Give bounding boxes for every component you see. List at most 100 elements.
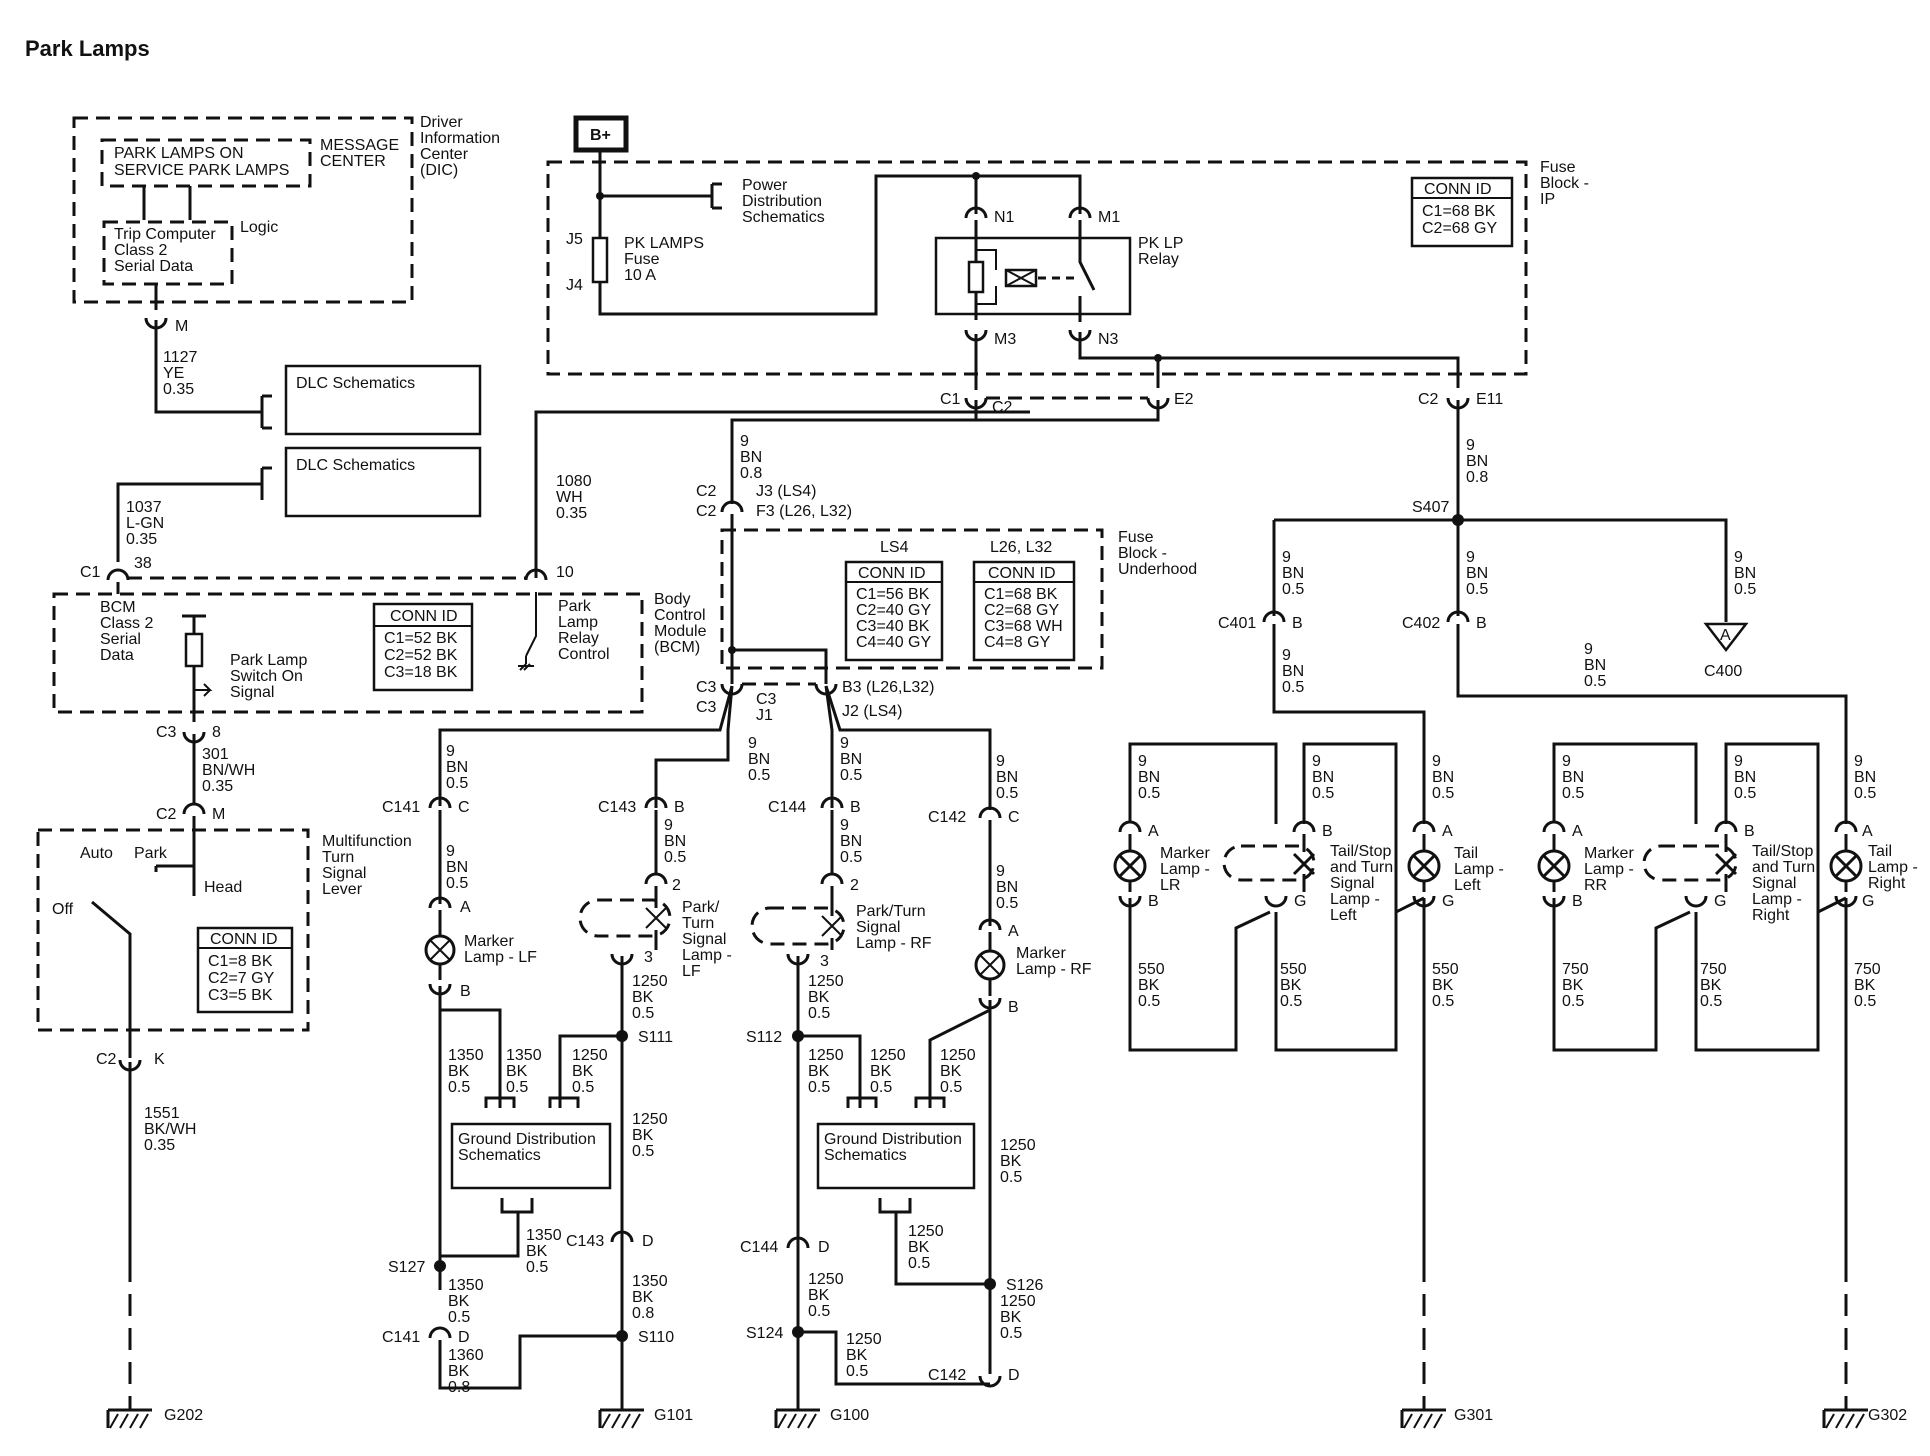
rear-w9c-size: 0.5 <box>1734 581 1756 598</box>
message-center-label1: MESSAGE <box>320 137 399 154</box>
underhood-c3c: C3 <box>756 691 777 708</box>
fuse-label1: PK LAMPS <box>624 235 704 252</box>
rr-w750b-size: 0.5 <box>1700 993 1722 1010</box>
c141-connector-d <box>428 1326 452 1339</box>
rr-w9-stop-size: 0.5 <box>1734 785 1756 802</box>
mfs-label1: Multifunction <box>322 833 412 850</box>
fl-wire9a-num: 9 <box>446 743 455 760</box>
rear-w9e-size: 0.5 <box>1584 673 1606 690</box>
ip-e2-label: E2 <box>1174 391 1194 408</box>
ls4-title: LS4 <box>880 539 909 556</box>
fl-w1360-size: 0.8 <box>448 1379 470 1396</box>
fr-s126: S126 <box>1006 1277 1043 1294</box>
rr-w9-marker-color: BN <box>1562 769 1584 786</box>
fr-wire9d-color: BN <box>996 879 1018 896</box>
fr-w1250h-size: 0.5 <box>1000 1325 1022 1342</box>
ip-conn-c1: C1=68 BK <box>1422 203 1496 220</box>
tail-stop-lamp-right-icon <box>1714 834 1738 892</box>
mfs-conn-c3: C3=5 BK <box>208 987 273 1004</box>
fl-w1350b-size: 0.5 <box>506 1079 528 1096</box>
bcm-conn-c3: C3=18 BK <box>384 664 458 681</box>
fr-w1250a-color: BK <box>808 989 830 1006</box>
fr-c144-b: B <box>850 799 861 816</box>
ls4-conn-c4: C4=40 GY <box>856 634 931 651</box>
c144-connector-b <box>820 796 844 809</box>
mfs-off: Off <box>52 901 74 918</box>
mfs-conn-id-table <box>196 926 294 1014</box>
fr-w1250b-size: 0.5 <box>808 1079 830 1096</box>
fl-w1250a-color: BK <box>632 989 654 1006</box>
wire-301-num: 301 <box>202 746 229 763</box>
rl-w550c-color: BK <box>1432 977 1454 994</box>
rl-w9-tail-num: 9 <box>1432 753 1441 770</box>
trip-computer-label1: Trip Computer <box>114 226 216 243</box>
rl-tail-label3: Left <box>1454 877 1481 894</box>
fl-w1250b-num: 1250 <box>572 1047 608 1064</box>
rl-pin-a1: A <box>1148 823 1159 840</box>
rl-pin-b2: B <box>1322 823 1333 840</box>
fl-pt-label4: Lamp - <box>682 947 732 964</box>
rear-c401-b: B <box>1292 615 1303 632</box>
fr-wire9c-size: 0.5 <box>996 785 1018 802</box>
c142-connector-d <box>978 1375 1002 1388</box>
fl-wire9a-color: BN <box>446 759 468 776</box>
rear-tri-a: A <box>1720 627 1731 644</box>
rr-tail-label3: Right <box>1868 875 1906 892</box>
fl-w1360-color: BK <box>448 1363 470 1380</box>
rear-w9d-size: 0.5 <box>1282 679 1304 696</box>
fl-w1250c-num: 1250 <box>632 1111 668 1128</box>
fr-c142d-d: D <box>1008 1367 1020 1384</box>
trip-computer-label2: Class 2 <box>114 242 167 259</box>
bcm-relay-control-driver <box>518 592 537 671</box>
fr-w1250e-color: BK <box>1000 1153 1022 1170</box>
dic-label2: Information <box>420 130 500 147</box>
c401-connector <box>1262 610 1286 623</box>
mfs-label2: Turn <box>322 849 354 866</box>
bcm-label2: Control <box>654 607 706 624</box>
ground-g101-label: G101 <box>654 1407 693 1424</box>
rl-stop-label1: Tail/Stop <box>1330 843 1391 860</box>
dlc-schematics-box-1 <box>284 364 482 436</box>
message-center-label2: CENTER <box>320 153 386 170</box>
fl-wire9d-color: BN <box>664 833 686 850</box>
page-title: Park Lamps <box>25 36 150 61</box>
rear-w9d-color: BN <box>1282 663 1304 680</box>
rl-stop-label2: and Turn <box>1330 859 1393 876</box>
fl-marker-pin-b: B <box>460 983 471 1000</box>
underhood-j1: J1 <box>756 707 773 724</box>
ground-g301-label: G301 <box>1454 1407 1493 1424</box>
bcm-switch-label2: Switch On <box>230 668 303 685</box>
dlc-schematics-label-1: DLC Schematics <box>296 375 415 392</box>
fl-w1350c-size: 0.5 <box>526 1259 548 1276</box>
c144-connector-d <box>786 1236 810 1249</box>
underhood-b3: B3 (L26,L32) <box>842 679 935 696</box>
rear-w9e-color: BN <box>1584 657 1606 674</box>
rr-pin-g1: G <box>1714 893 1726 910</box>
bcm-relay-label2: Lamp <box>558 614 598 631</box>
mfs-c2k-label: C2 <box>96 1051 117 1068</box>
rl-w9-tail-color: BN <box>1432 769 1454 786</box>
fl-w1250a-size: 0.5 <box>632 1005 654 1022</box>
ground-g302-icon <box>1822 1398 1870 1430</box>
fr-w1250i-color: BK <box>846 1347 868 1364</box>
underhood-c3a: C3 <box>696 679 717 696</box>
relay-label1: PK LP <box>1138 235 1183 252</box>
relay-label2: Relay <box>1138 251 1179 268</box>
fl-pt-label5: LF <box>682 963 701 980</box>
trip-computer-box <box>102 220 234 286</box>
rl-w550b-size: 0.5 <box>1280 993 1302 1010</box>
fl-w1250c-color: BK <box>632 1127 654 1144</box>
mfs-label3: Signal <box>322 865 366 882</box>
fl-w1350d-size: 0.5 <box>448 1309 470 1326</box>
underhood-label1: Fuse <box>1118 529 1154 546</box>
ip-conn-title: CONN ID <box>1424 181 1492 198</box>
fl-w1250c-size: 0.5 <box>632 1143 654 1160</box>
rl-stop-label3: Signal <box>1330 875 1374 892</box>
fl-w1360-num: 1360 <box>448 1347 484 1364</box>
fuse-block-ip-label1: Fuse <box>1540 159 1576 176</box>
l26-conn-id-table <box>972 560 1076 662</box>
ls4-conn-c3: C3=40 BK <box>856 618 930 635</box>
fl-c143d-d: D <box>642 1233 654 1250</box>
bcm-module-outline <box>52 592 644 714</box>
